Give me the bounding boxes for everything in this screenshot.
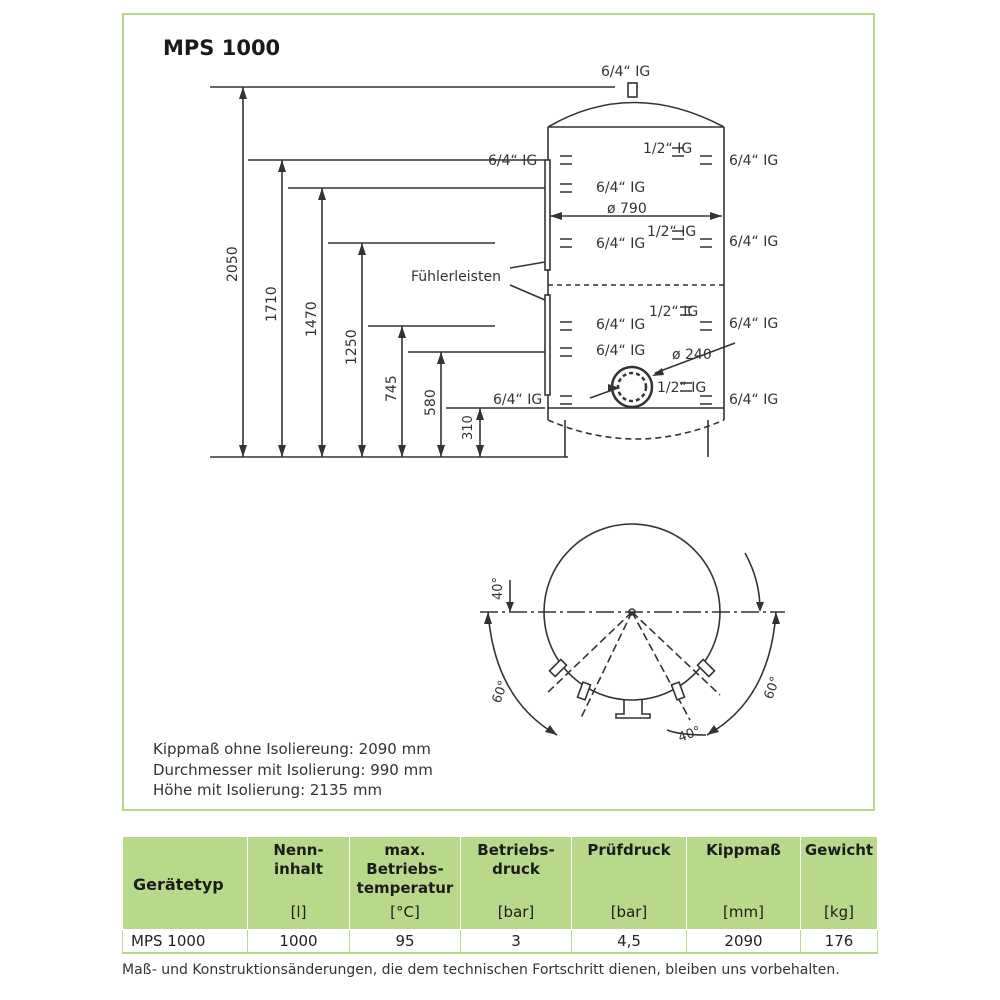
conn-right-upper: 6/4“ IG bbox=[729, 153, 778, 169]
table-header-row: Gerätetyp Nenn- inhalt [l] max. Betriebs… bbox=[122, 836, 878, 930]
table-row: MPS 1000 1000 95 3 4,5 2090 176 bbox=[122, 929, 878, 954]
conn-left-310: 6/4“ IG bbox=[493, 392, 542, 408]
conn-half-310: 1/2“ IG bbox=[657, 380, 706, 396]
conn-left-1250: 6/4“ IG bbox=[596, 236, 645, 252]
cell-weight: 176 bbox=[800, 929, 878, 954]
dia-tank: ø 790 bbox=[607, 201, 647, 217]
conn-top: 6/4“ IG bbox=[601, 64, 650, 80]
conn-left-580: 6/4“ IG bbox=[596, 343, 645, 359]
angle-left-40: 40° bbox=[491, 577, 506, 600]
conn-mid-1470: 6/4“ IG bbox=[596, 180, 645, 196]
dia-flange: ø 240 bbox=[672, 347, 712, 363]
cell-tilt-height: 2090 bbox=[686, 929, 801, 954]
col-tilt-height: Kippmaß [mm] bbox=[686, 836, 801, 930]
footnote: Maß- und Konstruktionsänderungen, die de… bbox=[122, 962, 840, 978]
conn-half-upper: 1/2“ IG bbox=[643, 141, 692, 157]
specs-table: Gerätetyp Nenn- inhalt [l] max. Betriebs… bbox=[122, 836, 878, 954]
col-volume: Nenn- inhalt [l] bbox=[247, 836, 350, 930]
dim-1710: 1710 bbox=[264, 286, 280, 322]
col-max-temp: max. Betriebs- temperatur [°C] bbox=[349, 836, 461, 930]
dim-1250: 1250 bbox=[344, 329, 360, 365]
dim-745: 745 bbox=[384, 375, 400, 402]
note-diameter: Durchmesser mit Isolierung: 990 mm bbox=[153, 760, 433, 779]
conn-right-745: 6/4“ IG bbox=[729, 316, 778, 332]
angle-right-40: 40° bbox=[676, 724, 703, 746]
dim-580: 580 bbox=[423, 389, 439, 416]
conn-left-745a: 6/4“ IG bbox=[596, 317, 645, 333]
col-weight: Gewicht [kg] bbox=[800, 836, 878, 930]
sensor-strips-label: Fühlerleisten bbox=[411, 269, 501, 285]
cell-volume: 1000 bbox=[247, 929, 350, 954]
note-height: Höhe mit Isolierung: 2135 mm bbox=[153, 781, 383, 799]
dim-1470: 1470 bbox=[304, 301, 320, 337]
dim-310: 310 bbox=[461, 415, 476, 440]
conn-half-745: 1/2“ IG bbox=[649, 304, 698, 320]
cell-max-temp: 95 bbox=[349, 929, 461, 954]
conn-left-1710: 6/4“ IG bbox=[488, 153, 537, 169]
conn-half-1250: 1/2“ IG bbox=[647, 224, 696, 240]
cell-operating-pressure: 3 bbox=[460, 929, 572, 954]
conn-right-1250: 6/4“ IG bbox=[729, 234, 778, 250]
angle-left-60: 60° bbox=[490, 679, 512, 706]
col-operating-pressure: Betriebs- druck [bar] bbox=[460, 836, 572, 930]
col-test-pressure: Prüfdruck [bar] bbox=[571, 836, 687, 930]
cell-type: MPS 1000 bbox=[122, 929, 248, 954]
note-tilt-height: Kippmaß ohne Isoliereung: 2090 mm bbox=[153, 740, 431, 758]
col-type: Gerätetyp bbox=[122, 836, 248, 930]
dim-2050: 2050 bbox=[225, 246, 241, 282]
conn-right-310: 6/4“ IG bbox=[729, 392, 778, 408]
cell-test-pressure: 4,5 bbox=[571, 929, 687, 954]
model-title: MPS 1000 bbox=[163, 36, 281, 60]
drawing-frame bbox=[122, 13, 875, 811]
notes: Kippmaß ohne Isoliereung: 2090 mm Durchm… bbox=[153, 739, 433, 801]
angle-right-60: 60° bbox=[762, 675, 784, 702]
